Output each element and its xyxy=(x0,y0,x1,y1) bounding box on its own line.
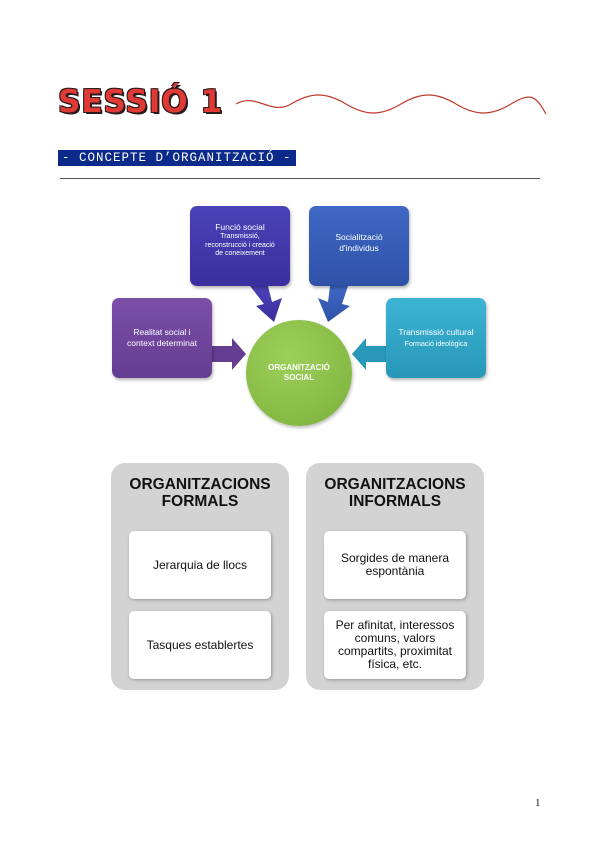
afinitat-line3: compartits, proximitat xyxy=(337,644,453,658)
formal-panel: ORGANITZACIONS FORMALS Jerarquia de lloc… xyxy=(111,463,289,690)
session-title: SESSIÓ 1 xyxy=(58,84,224,120)
formal-card-jerarquia: Jerarquia de llocs xyxy=(129,531,271,599)
realitat-social-box: Realitat social i context determinat xyxy=(112,298,212,378)
arrow-funcio xyxy=(250,286,282,322)
socialitzacio-line1: Socialització xyxy=(335,232,383,242)
arrow-socialitzacio xyxy=(318,286,350,322)
arrow-realitat xyxy=(212,338,246,370)
page-number: 1 xyxy=(535,797,541,809)
funcio-title: Funció social xyxy=(215,222,265,232)
funcio-line3: de coneixement xyxy=(215,250,265,257)
socialitzacio-line2: d'individus xyxy=(339,243,379,253)
section-heading: - CONCEPTE D’ORGANITZACIÓ - xyxy=(58,150,296,166)
informal-title-line2: INFORMALS xyxy=(348,493,442,510)
sorgides-line2: espontània xyxy=(365,564,425,578)
transmissio-title: Transmissió cultural xyxy=(398,326,474,337)
realitat-line2: context determinat xyxy=(127,338,197,348)
sorgides-line1: Sorgides de manera xyxy=(340,551,450,565)
formal-card-tasques: Tasques establertes xyxy=(129,611,271,679)
center-line2: SOCIAL xyxy=(283,373,315,382)
informal-title: ORGANITZACIONS INFORMALS xyxy=(306,476,484,510)
informal-card-sorgides: Sorgides de manera espontània xyxy=(324,531,466,599)
formal-title-line1: ORGANITZACIONS xyxy=(129,476,271,493)
arrow-transmissio xyxy=(352,338,386,370)
informal-title-line1: ORGANITZACIONS xyxy=(324,476,466,493)
formal-title-line2: FORMALS xyxy=(161,493,239,510)
socialitzacio-box: Socialització d'individus xyxy=(309,206,409,286)
organitzacio-social-circle: ORGANITZACIÓ SOCIAL xyxy=(246,320,352,426)
afinitat-line2: comuns, valors xyxy=(354,631,436,645)
divider xyxy=(60,178,540,179)
wavy-line-decoration xyxy=(236,94,547,115)
afinitat-line1: Per afinitat, interessos xyxy=(335,618,455,632)
transmissio-cultural-box: Transmissió cultural Formació ideològica xyxy=(386,298,486,378)
funcio-social-box: Funció social Transmissió, reconstrucció… xyxy=(190,206,290,286)
center-line1: ORGANITZACIÓ xyxy=(268,363,330,372)
funcio-line2: reconstrucció i creació xyxy=(205,241,275,249)
realitat-line1: Realitat social i xyxy=(133,327,191,337)
informal-card-afinitat: Per afinitat, interessos comuns, valors … xyxy=(324,611,466,679)
title-row: SESSIÓ 1 xyxy=(58,82,548,128)
afinitat-line4: física, etc. xyxy=(367,657,423,671)
formal-title: ORGANITZACIONS FORMALS xyxy=(111,476,289,510)
transmissio-sub: Formació ideològica xyxy=(404,340,468,348)
funcio-line1: Transmissió, xyxy=(220,233,260,240)
informal-panel: ORGANITZACIONS INFORMALS Sorgides de man… xyxy=(306,463,484,690)
